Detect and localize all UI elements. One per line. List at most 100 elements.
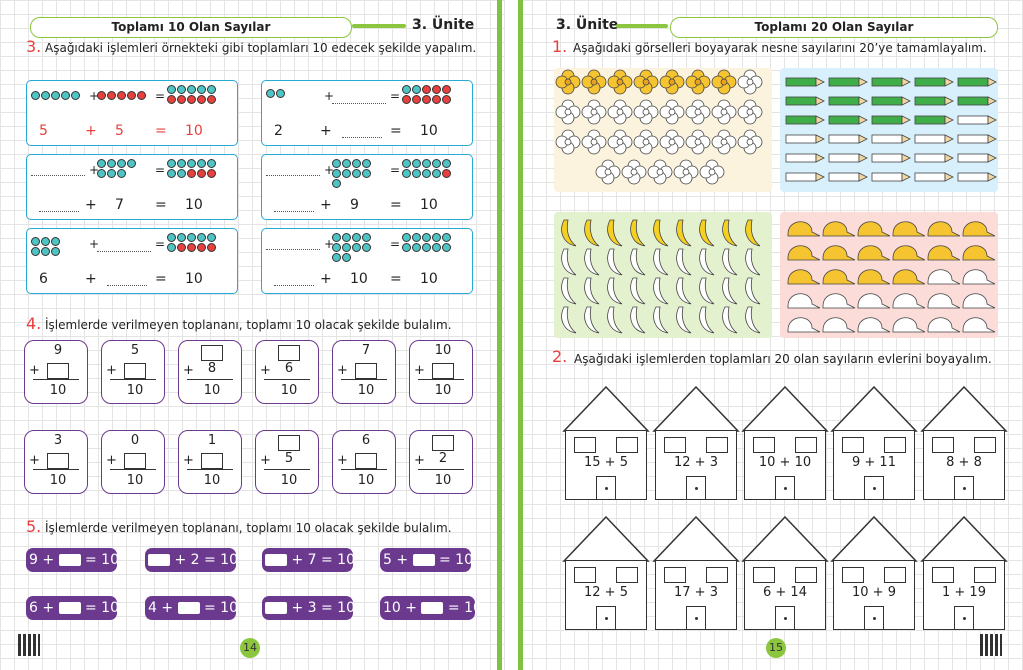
banana-icon[interactable]: [722, 277, 738, 305]
flower-icon[interactable]: [633, 129, 659, 155]
cap-icon[interactable]: [787, 245, 821, 261]
cap-icon[interactable]: [787, 221, 821, 237]
banana-icon[interactable]: [561, 248, 577, 276]
flower-icon[interactable]: [659, 69, 685, 95]
cap-icon[interactable]: [962, 293, 996, 309]
answer-box[interactable]: [278, 435, 300, 451]
cap-icon[interactable]: [822, 269, 856, 285]
flower-icon[interactable]: [555, 69, 581, 95]
cap-icon[interactable]: [857, 293, 891, 309]
answer-box[interactable]: [355, 363, 377, 379]
blank-line[interactable]: [266, 249, 320, 250]
flower-icon[interactable]: [581, 99, 607, 125]
banana-icon[interactable]: [584, 219, 600, 247]
flower-icon[interactable]: [685, 99, 711, 125]
flower-icon[interactable]: [581, 129, 607, 155]
house[interactable]: 15 + 5: [562, 386, 650, 501]
cap-icon[interactable]: [857, 269, 891, 285]
cap-icon[interactable]: [927, 221, 961, 237]
answer-blank[interactable]: [107, 285, 147, 286]
banana-icon[interactable]: [561, 219, 577, 247]
banana-icon[interactable]: [653, 277, 669, 305]
pencil-icon[interactable]: [914, 153, 954, 163]
cap-icon[interactable]: [787, 293, 821, 309]
pencil-icon[interactable]: [785, 172, 825, 182]
answer-box[interactable]: [177, 602, 200, 614]
answer-box[interactable]: [432, 435, 454, 451]
pencil-icon[interactable]: [828, 77, 868, 87]
pencil-icon[interactable]: [914, 77, 954, 87]
flower-icon[interactable]: [633, 99, 659, 125]
cap-icon[interactable]: [962, 245, 996, 261]
banana-icon[interactable]: [722, 219, 738, 247]
banana-icon[interactable]: [745, 219, 761, 247]
pencil-icon[interactable]: [957, 134, 997, 144]
cap-icon[interactable]: [892, 221, 926, 237]
pencil-icon[interactable]: [871, 134, 911, 144]
cap-icon[interactable]: [787, 317, 821, 333]
cap-icon[interactable]: [822, 221, 856, 237]
cap-icon[interactable]: [927, 317, 961, 333]
cap-icon[interactable]: [822, 317, 856, 333]
cap-icon[interactable]: [787, 269, 821, 285]
cap-icon[interactable]: [962, 221, 996, 237]
pencil-icon[interactable]: [914, 115, 954, 125]
flower-icon[interactable]: [555, 99, 581, 125]
pencil-icon[interactable]: [785, 134, 825, 144]
banana-icon[interactable]: [745, 248, 761, 276]
pencil-icon[interactable]: [828, 153, 868, 163]
answer-box[interactable]: [47, 453, 69, 469]
flower-icon[interactable]: [711, 129, 737, 155]
house[interactable]: 6 + 14: [741, 516, 829, 631]
answer-box[interactable]: [432, 363, 454, 379]
cap-icon[interactable]: [822, 245, 856, 261]
answer-box[interactable]: [58, 602, 81, 614]
house[interactable]: 12 + 3: [652, 386, 740, 501]
flower-icon[interactable]: [595, 159, 621, 185]
banana-icon[interactable]: [676, 306, 692, 334]
house[interactable]: 12 + 5: [562, 516, 650, 631]
answer-box[interactable]: [58, 554, 81, 566]
banana-icon[interactable]: [676, 248, 692, 276]
flower-icon[interactable]: [737, 99, 763, 125]
house[interactable]: 17 + 3: [652, 516, 740, 631]
flower-icon[interactable]: [581, 69, 607, 95]
banana-icon[interactable]: [584, 306, 600, 334]
banana-icon[interactable]: [584, 248, 600, 276]
cap-icon[interactable]: [962, 317, 996, 333]
answer-box[interactable]: [421, 602, 444, 614]
flower-icon[interactable]: [737, 69, 763, 95]
banana-icon[interactable]: [699, 219, 715, 247]
banana-icon[interactable]: [607, 248, 623, 276]
blank-line[interactable]: [266, 175, 320, 176]
pencil-icon[interactable]: [871, 96, 911, 106]
cap-icon[interactable]: [857, 245, 891, 261]
house[interactable]: 9 + 11: [830, 386, 918, 501]
banana-icon[interactable]: [676, 219, 692, 247]
blank-line[interactable]: [97, 251, 151, 252]
banana-icon[interactable]: [699, 248, 715, 276]
cap-icon[interactable]: [892, 317, 926, 333]
flower-icon[interactable]: [621, 159, 647, 185]
house[interactable]: 10 + 9: [830, 516, 918, 631]
flower-icon[interactable]: [659, 99, 685, 125]
banana-icon[interactable]: [653, 219, 669, 247]
banana-icon[interactable]: [630, 219, 646, 247]
pencil-icon[interactable]: [914, 134, 954, 144]
pencil-icon[interactable]: [957, 77, 997, 87]
pencil-icon[interactable]: [871, 77, 911, 87]
answer-box[interactable]: [278, 345, 300, 361]
answer-blank[interactable]: [274, 285, 314, 286]
cap-icon[interactable]: [822, 293, 856, 309]
pencil-icon[interactable]: [828, 172, 868, 182]
cap-icon[interactable]: [927, 269, 961, 285]
pencil-icon[interactable]: [785, 96, 825, 106]
banana-icon[interactable]: [561, 277, 577, 305]
answer-blank[interactable]: [39, 211, 79, 212]
pencil-icon[interactable]: [914, 96, 954, 106]
answer-box[interactable]: [355, 453, 377, 469]
flower-icon[interactable]: [607, 99, 633, 125]
cap-icon[interactable]: [962, 269, 996, 285]
banana-icon[interactable]: [699, 306, 715, 334]
cap-icon[interactable]: [892, 245, 926, 261]
